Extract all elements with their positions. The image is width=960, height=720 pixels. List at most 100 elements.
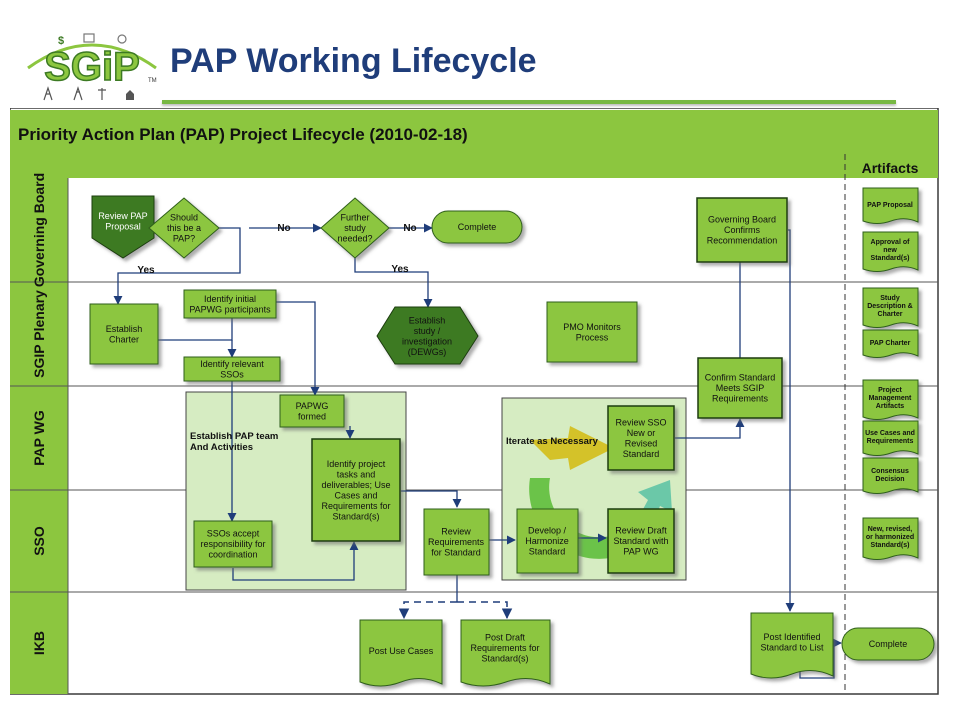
- logo-turbine-icon: [98, 88, 106, 100]
- identify-project-tasks-box: [311, 438, 401, 542]
- governing-board-confirms-box: [696, 197, 788, 263]
- lane-label-sgip-plenary: SGIP Plenary: [31, 290, 47, 378]
- diagram-header-bar: [10, 110, 938, 154]
- iterate-label: Iterate as Necessary: [506, 436, 599, 447]
- artifact-new-revised-standards: [862, 517, 919, 560]
- dashed-connector: [398, 601, 457, 620]
- connector: [113, 227, 241, 305]
- review-pap-proposal-shape: [91, 195, 155, 259]
- artifact-pap-proposal: [862, 187, 919, 224]
- artifact-approval-new-standard: [862, 231, 919, 272]
- artifact-use-cases-requirements: [862, 420, 919, 456]
- diagram-header: Priority Action Plan (PAP) Project Lifec…: [18, 125, 468, 144]
- further-study-decision: [320, 197, 390, 259]
- dashed-connectors: [398, 601, 513, 620]
- lane-label-pap-wg: PAP WG: [31, 410, 47, 466]
- lane-label-governing-board: Governing Board: [31, 173, 47, 287]
- establish-charter-box: [89, 303, 159, 365]
- pmo-monitors-box: [546, 301, 638, 363]
- artifacts-header: Artifacts: [862, 160, 919, 176]
- connector-label-yes: Yes: [391, 264, 409, 275]
- logo-bulb-icon: [117, 34, 127, 44]
- logo-dollar: $: [58, 35, 64, 47]
- lane-dividers: [10, 281, 938, 593]
- connector-label-no: No: [277, 223, 290, 234]
- logo-tower-icon: [43, 86, 53, 101]
- artifact-study-description: [862, 287, 919, 328]
- artifact-3-label: PAP Charter: [870, 340, 911, 347]
- review-requirements-box: [423, 508, 490, 576]
- lane-label-sso: SSO: [31, 526, 47, 556]
- confirm-standard-box: [697, 357, 783, 419]
- page-title: PAP Working Lifecycle: [170, 42, 537, 80]
- connector: [675, 418, 745, 439]
- connector-label-yes: Yes: [137, 265, 155, 276]
- establish-study-hexagon: [376, 306, 479, 365]
- complete-terminator-top: [431, 210, 523, 244]
- post-use-cases-doc: [359, 619, 443, 687]
- connector: [401, 490, 462, 508]
- artifact-pap-charter: [862, 329, 919, 358]
- connector: [276, 301, 320, 396]
- identify-relevant-ssos-box: [183, 356, 281, 382]
- complete-top-label: Complete: [458, 222, 497, 232]
- develop-harmonize-box: [516, 508, 579, 574]
- complete-terminator-bottom: [841, 627, 935, 661]
- identify-initial-participants-box: [183, 289, 277, 319]
- logo-pylon-icon: [73, 86, 83, 101]
- review-draft-standard-box: [607, 508, 675, 574]
- artifact-consensus-decision: [862, 457, 919, 494]
- artifacts-header-bar: [10, 154, 938, 178]
- lifecycle-diagram: Priority Action Plan (PAP) Project Lifec…: [10, 108, 939, 695]
- logo-house-icon: [126, 90, 134, 100]
- review-sso-standard-box: [607, 405, 675, 471]
- title-divider: [162, 100, 896, 104]
- logo-arc: [27, 43, 157, 70]
- papwg-formed-box: [279, 394, 345, 428]
- sgip-logo: $ SGiP TM: [27, 33, 157, 101]
- lane-label-column: [10, 178, 68, 694]
- should-this-be-pap-decision: [148, 197, 220, 259]
- logo-tm: TM: [148, 78, 157, 84]
- dashed-connector: [457, 601, 513, 620]
- lane-label-ikb: IKB: [31, 631, 47, 655]
- logo-monitor-icon: [83, 33, 95, 43]
- connector-label-no: No: [403, 223, 416, 234]
- ssos-accept-box: [193, 520, 273, 568]
- post-draft-requirements-doc: [460, 619, 551, 687]
- connector: [354, 254, 433, 308]
- connector: [785, 229, 795, 612]
- connector: [232, 541, 359, 581]
- complete-bottom-label: Complete: [869, 639, 908, 649]
- post-use-cases-label: Post Use Cases: [369, 646, 434, 656]
- artifact-project-management: [862, 379, 919, 420]
- establish-team-label: Establish PAP team And Activities: [190, 431, 281, 453]
- artifact-0-label: PAP Proposal: [867, 202, 913, 209]
- logo-text: SGiP: [44, 45, 140, 89]
- cycle-arrow-yellow: [530, 426, 614, 470]
